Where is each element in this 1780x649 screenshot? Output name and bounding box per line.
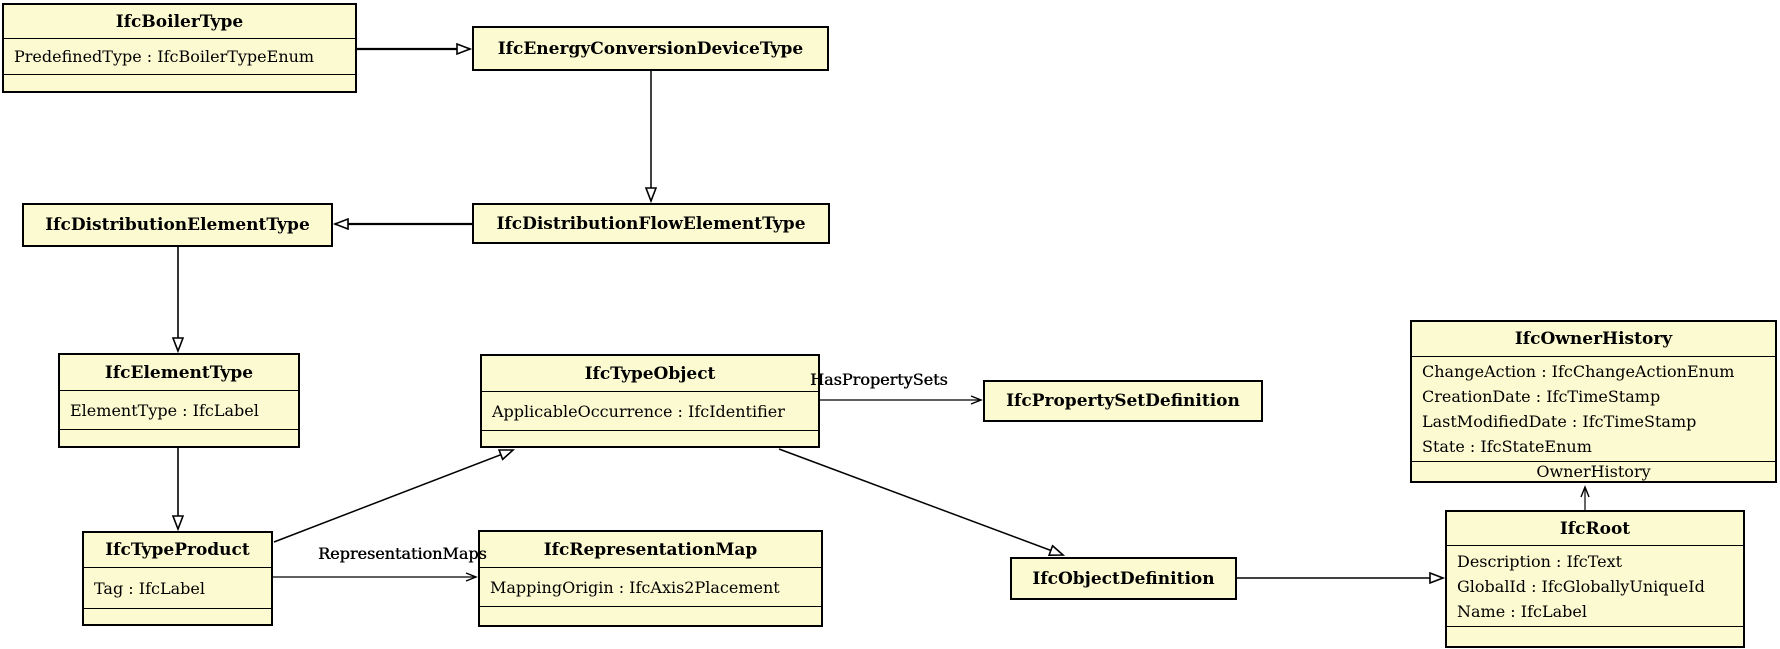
class-attributes: MappingOrigin : IfcAxis2Placement	[480, 567, 821, 606]
class-title: IfcDistributionElementType	[45, 215, 310, 235]
class-box-ifctypeproduct: IfcTypeProduct Tag : IfcLabel	[82, 531, 273, 626]
class-box-ifcownerhistory: IfcOwnerHistory ChangeAction : IfcChange…	[1410, 320, 1777, 483]
empty-compartment	[482, 430, 818, 446]
class-attributes: ChangeAction : IfcChangeActionEnum Creat…	[1412, 356, 1775, 461]
class-attributes: ApplicableOccurrence : IfcIdentifier	[482, 391, 818, 430]
empty-compartment	[84, 608, 271, 624]
class-box-ifcrepresentationmap: IfcRepresentationMap MappingOrigin : Ifc…	[478, 530, 823, 627]
class-title: IfcObjectDefinition	[1032, 568, 1215, 589]
attribute: GlobalId : IfcGloballyUniqueId	[1457, 576, 1705, 596]
attribute: Description : IfcText	[1457, 551, 1623, 571]
class-title: IfcRepresentationMap	[543, 539, 758, 560]
class-title: IfcTypeProduct	[105, 540, 250, 560]
class-title: IfcPropertySetDefinition	[1006, 391, 1240, 411]
attribute: ApplicableOccurrence : IfcIdentifier	[492, 401, 785, 421]
class-attributes: PredefinedType : IfcBoilerTypeEnum	[4, 38, 355, 74]
class-title: IfcRoot	[1559, 518, 1631, 539]
class-attributes: Tag : IfcLabel	[84, 567, 271, 608]
attribute: State : IfcStateEnum	[1422, 437, 1592, 456]
class-box-ifcroot: IfcRoot Description : IfcText GlobalId :…	[1445, 510, 1745, 648]
attribute: Name : IfcLabel	[1457, 601, 1587, 621]
edge-typeproduct-to-typeobject	[273, 450, 513, 543]
class-box-ifcdistributionelementtype: IfcDistributionElementType	[22, 203, 333, 247]
attribute: MappingOrigin : IfcAxis2Placement	[490, 577, 780, 597]
class-box-ifcelementtype: IfcElementType ElementType : IfcLabel	[58, 353, 300, 448]
class-title: IfcEnergyConversionDeviceType	[497, 38, 804, 59]
attribute: PredefinedType : IfcBoilerTypeEnum	[14, 47, 315, 66]
class-box-ifcenergyconversiondevicetype: IfcEnergyConversionDeviceType	[472, 26, 829, 71]
attribute: Tag : IfcLabel	[94, 578, 205, 598]
class-box-ifcpropertysetdefinition: IfcPropertySetDefinition	[983, 380, 1263, 422]
empty-compartment	[1447, 626, 1743, 646]
attribute: LastModifiedDate : IfcTimeStamp	[1422, 412, 1697, 431]
class-title: IfcOwnerHistory	[1514, 329, 1673, 349]
class-box-ifctypeobject: IfcTypeObject ApplicableOccurrence : Ifc…	[480, 354, 820, 448]
empty-compartment	[480, 606, 821, 625]
class-title: IfcElementType	[104, 362, 254, 383]
attribute: CreationDate : IfcTimeStamp	[1422, 387, 1661, 406]
edge-label-representationmaps: RepresentationMaps	[318, 544, 487, 563]
class-box-ifcdistributionflowelementtype: IfcDistributionFlowElementType	[472, 203, 830, 244]
class-title: IfcTypeObject	[584, 363, 716, 384]
class-title: IfcDistributionFlowElementType	[496, 213, 806, 234]
class-title: IfcBoilerType	[115, 11, 244, 32]
class-attributes: Description : IfcText GlobalId : IfcGlob…	[1447, 545, 1743, 626]
empty-compartment	[60, 429, 298, 446]
association-role-ownerhistory: OwnerHistory	[1412, 461, 1775, 481]
class-attributes: ElementType : IfcLabel	[60, 390, 298, 429]
empty-compartment	[4, 74, 355, 91]
class-box-ifcobjectdefinition: IfcObjectDefinition	[1010, 557, 1237, 600]
attribute: ChangeAction : IfcChangeActionEnum	[1422, 362, 1735, 381]
class-box-ifcboilertype: IfcBoilerType PredefinedType : IfcBoiler…	[2, 3, 357, 93]
edge-label-haspropertysets: HasPropertySets	[810, 370, 948, 389]
attribute: ElementType : IfcLabel	[70, 400, 259, 420]
